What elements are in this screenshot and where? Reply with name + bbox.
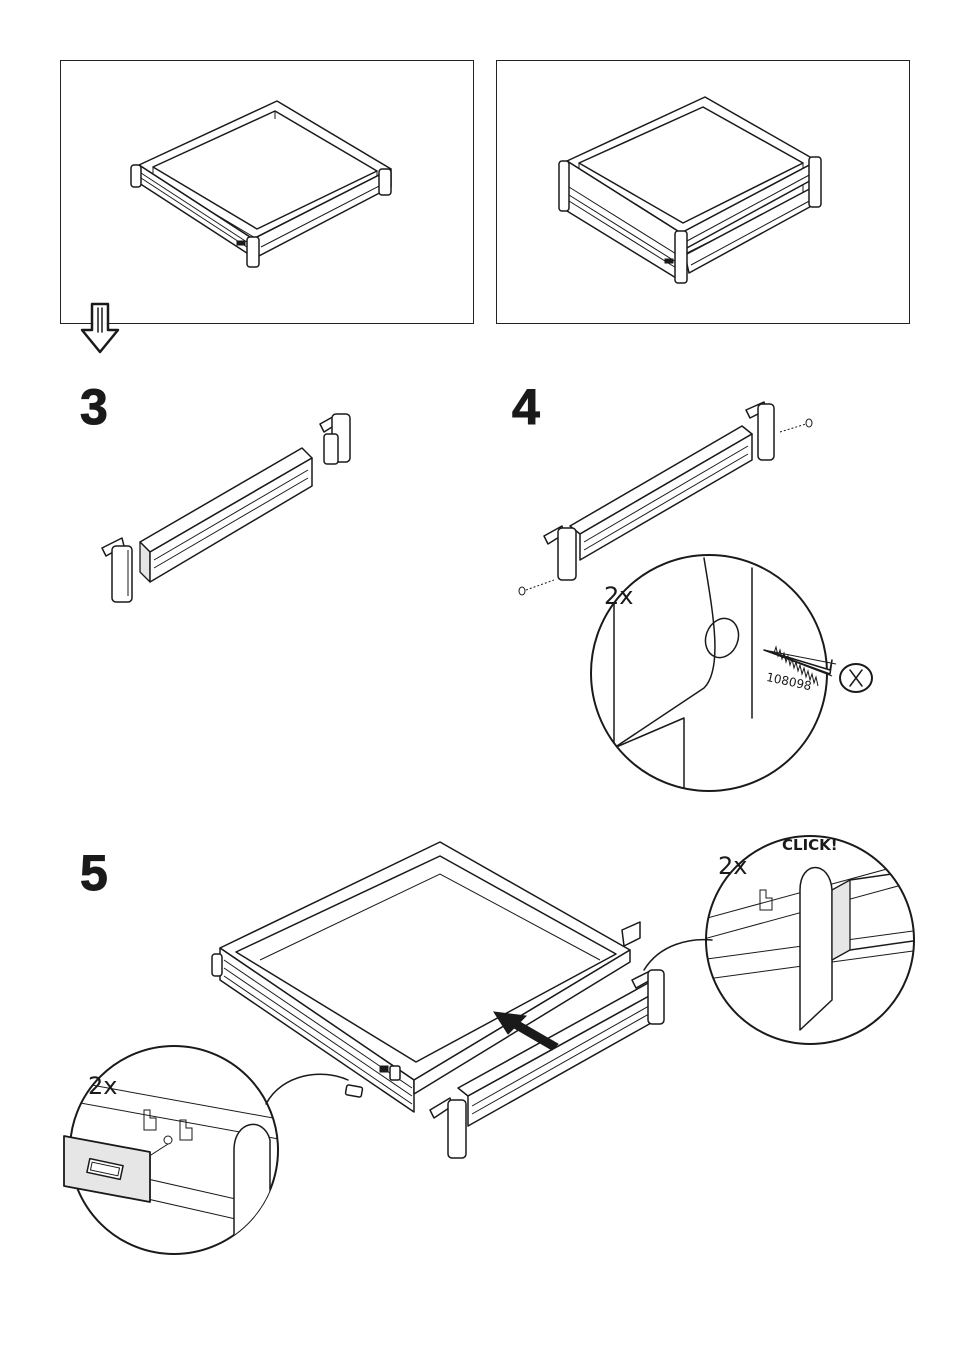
drawer-final-assembly-illustration: [211, 841, 665, 1159]
tall-drawer-illustration: [558, 96, 822, 284]
shallow-drawer-illustration: [130, 100, 392, 268]
step5-right-quantity-label: 2x: [718, 852, 748, 880]
tall-drawer-panel: [496, 60, 910, 324]
step-number-4: 4: [512, 379, 541, 436]
screw-icon: [763, 645, 873, 693]
right-detail-leader: [643, 938, 713, 971]
hollow-down-arrow-icon: [80, 302, 120, 354]
step5-left-quantity-label: 2x: [88, 1072, 118, 1100]
step4-quantity-label: 2x: [604, 582, 634, 610]
step-number-5: 5: [80, 845, 109, 902]
brand-plate-icon: [63, 1135, 151, 1203]
solid-arrow-icon: [493, 1011, 559, 1051]
click-detail-circle: [705, 835, 915, 1045]
click-label: CLICK!: [782, 836, 838, 854]
shallow-drawer-panel: [60, 60, 474, 324]
front-rail-exploded-illustration: [101, 413, 351, 603]
left-detail-leader: [265, 1073, 349, 1105]
step-number-3: 3: [80, 379, 109, 436]
front-rail-assembled-illustration: [518, 401, 813, 596]
